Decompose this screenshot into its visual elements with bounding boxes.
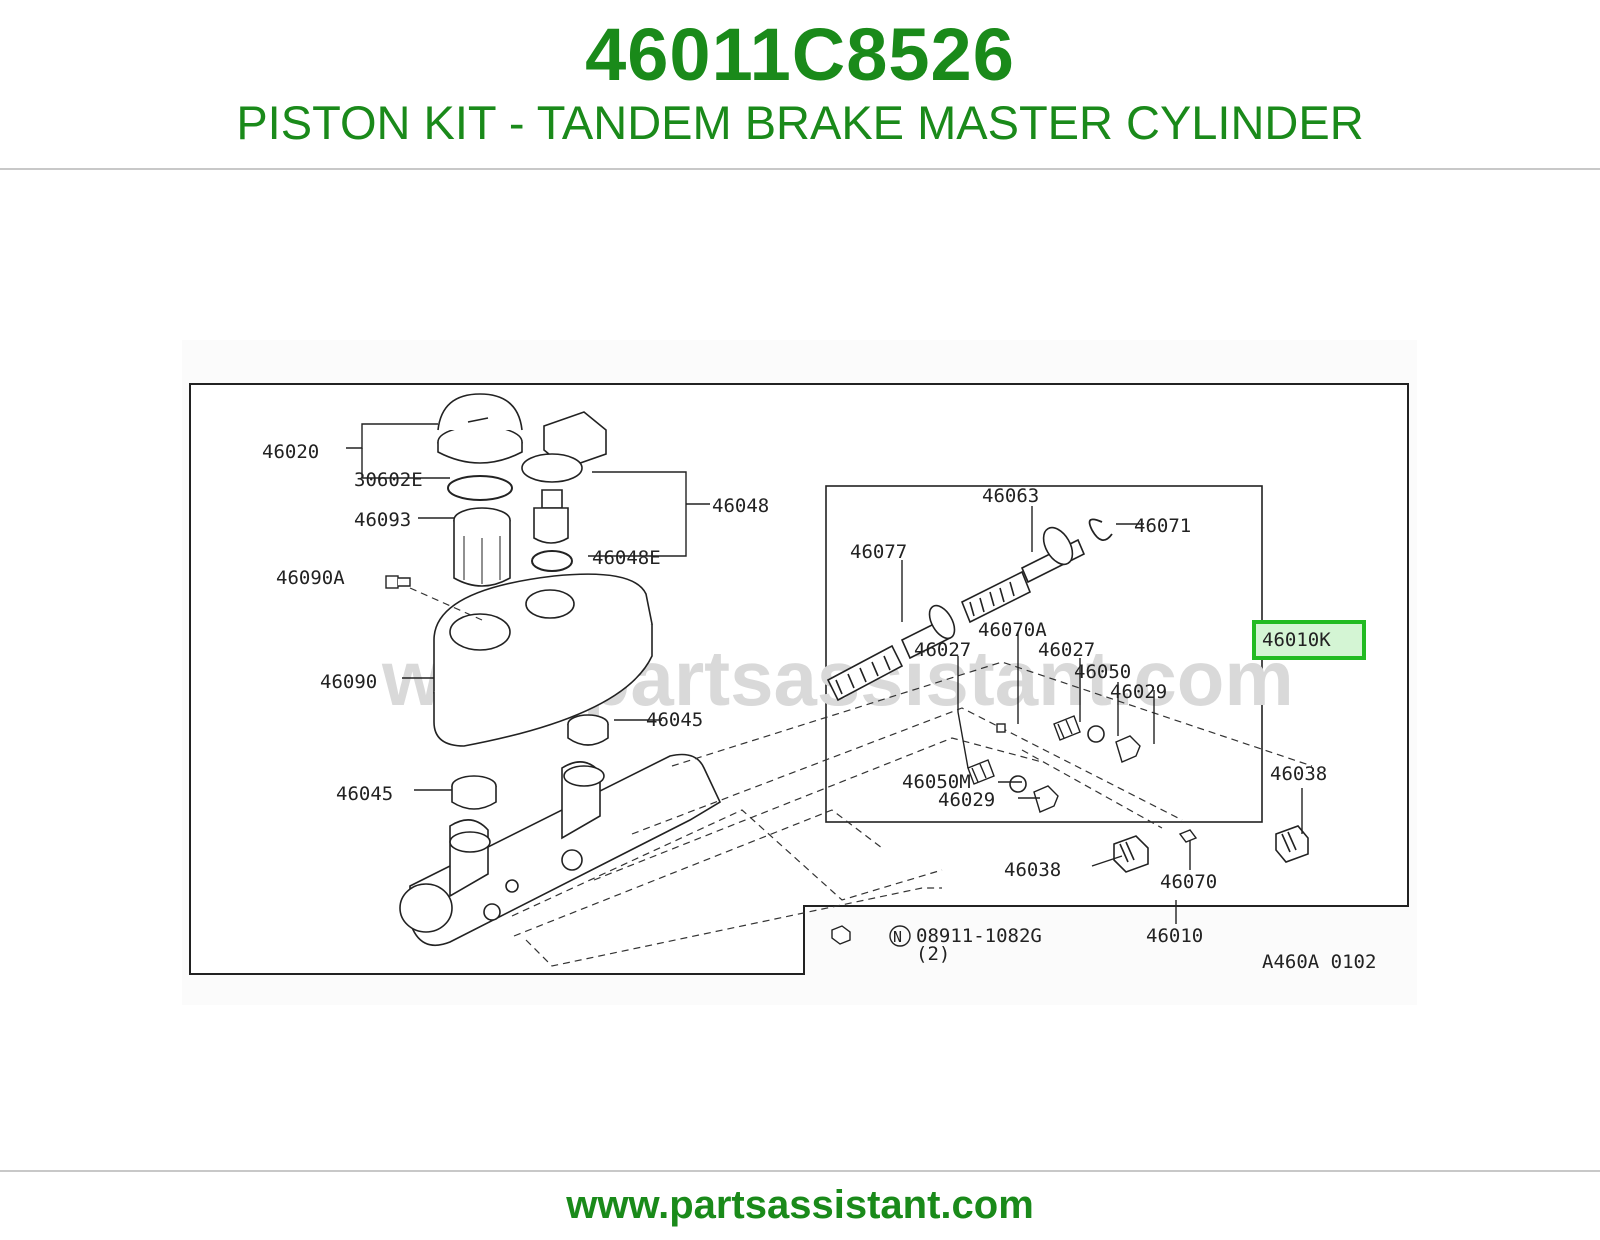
bolt-46070: [1178, 829, 1198, 843]
primary-piston: [826, 604, 956, 702]
label-08911-1082G: 08911-1082G: [916, 925, 1042, 947]
label-46010K: 46010K: [1262, 629, 1331, 651]
label-46070A: 46070A: [978, 619, 1047, 641]
label-46048E: 46048E: [592, 547, 661, 569]
label-46038-left: 46038: [1004, 859, 1061, 881]
label-46038-right: 46038: [1270, 763, 1327, 785]
parts-diagram: www.partsassistant.com: [182, 340, 1417, 1005]
label-46045-upper: 46045: [646, 709, 703, 731]
valve-46029-right: [1115, 735, 1141, 763]
seal-46050: [1087, 725, 1105, 743]
highlight-46010K: [1252, 620, 1366, 660]
dashed-guides: [409, 587, 1313, 967]
spring-46027-right: [1053, 715, 1081, 741]
label-30602E: 30602E: [354, 469, 423, 491]
seal-46050M: [1009, 775, 1027, 793]
label-46090A: 46090A: [276, 567, 345, 589]
label-46010: 46010: [1146, 925, 1203, 947]
label-46063: 46063: [982, 485, 1039, 507]
reservoir-tank: [433, 573, 653, 747]
label-46093: 46093: [354, 509, 411, 531]
label-46050: 46050: [1074, 661, 1131, 683]
master-cylinder-body: [399, 753, 722, 947]
label-46027-left: 46027: [914, 639, 971, 661]
label-46048: 46048: [712, 495, 769, 517]
label-08911-qty: (2): [916, 943, 950, 965]
label-46045-lower: 46045: [336, 783, 393, 805]
diagram-svg: www.partsassistant.com: [189, 383, 1409, 975]
header-divider: [0, 168, 1600, 170]
plug-46038-right: [1275, 825, 1309, 863]
diagram-code: A460A 0102: [1262, 951, 1376, 973]
label-46071: 46071: [1134, 515, 1191, 537]
label-46077: 46077: [850, 541, 907, 563]
reservoir-cap: [437, 393, 523, 464]
circle-n-symbol: [889, 925, 911, 947]
secondary-piston: [960, 526, 1086, 624]
grommet-46045-lower: [451, 775, 497, 810]
o-ring-46048E: [531, 550, 573, 572]
label-46029-lower: 46029: [938, 789, 995, 811]
circle-n-label: N: [893, 928, 902, 946]
spring-46027-left: [967, 759, 995, 785]
part-labels: 46020 30602E 46093 46090A 46090 46045 46…: [262, 441, 1376, 973]
strainer: [453, 507, 511, 587]
grommet-46045-upper: [567, 714, 609, 746]
o-ring-30602E: [447, 475, 513, 501]
plug-46038-left: [1113, 835, 1149, 873]
label-46020: 46020: [262, 441, 319, 463]
label-46029-upper: 46029: [1110, 681, 1167, 703]
label-46070: 46070: [1160, 871, 1217, 893]
valve-46029-left: [1033, 785, 1059, 813]
part-number: 46011C8526: [585, 13, 1015, 96]
screw-46090A: [385, 575, 411, 589]
page-header: 46011C8526 PISTON KIT - TANDEM BRAKE MAS…: [0, 0, 1600, 168]
label-46050M: 46050M: [902, 771, 971, 793]
footer-url[interactable]: www.partsassistant.com: [566, 1183, 1034, 1227]
part-title: PISTON KIT - TANDEM BRAKE MASTER CYLINDE…: [236, 96, 1364, 149]
pin-46070A: [996, 723, 1006, 733]
footer-divider: [0, 1170, 1600, 1172]
label-46027-right: 46027: [1038, 639, 1095, 661]
nut-08911: [831, 925, 851, 945]
circlip-46071: [1088, 518, 1113, 541]
label-46090: 46090: [320, 671, 377, 693]
level-sensor: [521, 411, 607, 544]
